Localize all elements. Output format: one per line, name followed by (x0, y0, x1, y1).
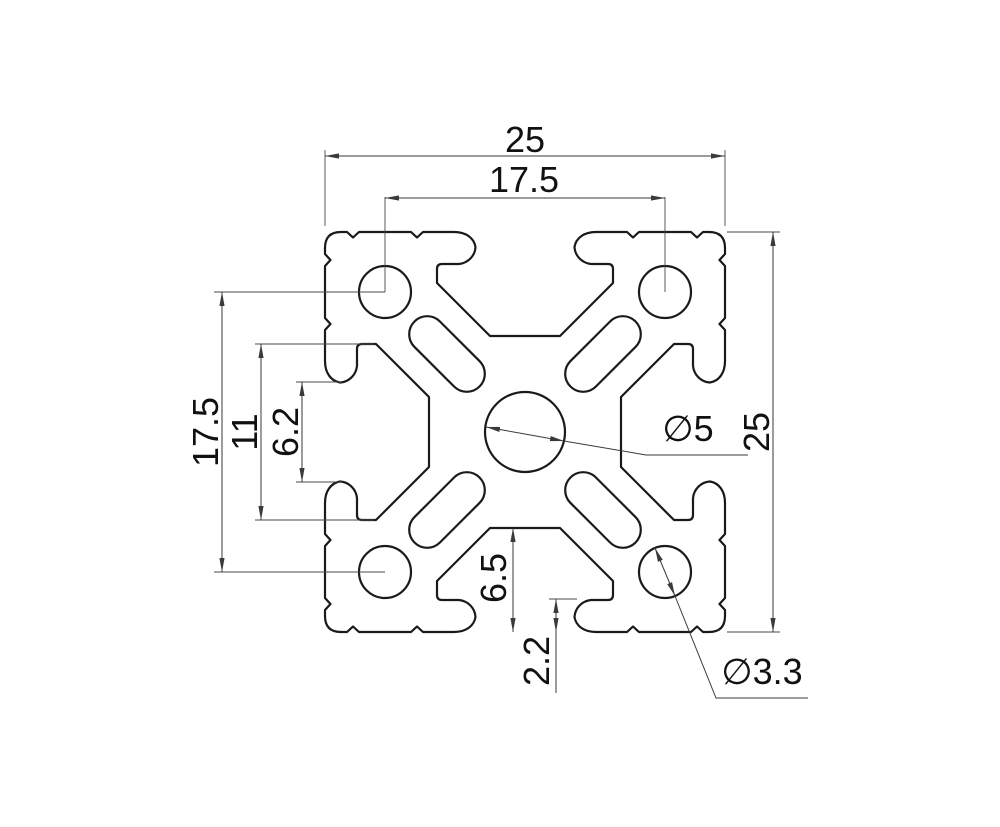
corner-hole-bottom-right (637, 544, 693, 600)
profile-side-left (323, 246, 431, 634)
dim-label-hole-spacing-top: 17.5 (489, 159, 559, 200)
dim-hole-spacing-top: 17.5 (384, 159, 666, 292)
dim-slot-opening: 6.2 (265, 381, 342, 483)
leader-line (674, 595, 808, 699)
dim-label-center-hole: ∅5 (662, 408, 713, 449)
center-bore-hole (483, 390, 567, 474)
leader-diameter-line (654, 547, 676, 597)
dim-label-overall-height: 25 (736, 412, 777, 452)
dim-overall-height: 25 (727, 231, 780, 633)
lightening-slot-top-right (564, 315, 642, 393)
dim-hole-spacing-side: 17.5 (185, 291, 385, 573)
profile-side-top (323, 230, 711, 338)
lightening-slot-bottom-left (408, 471, 486, 549)
lightening-slot-top-left (408, 315, 486, 393)
dim-label-hole-spacing-side: 17.5 (185, 397, 226, 467)
dim-label-slot-cavity-width: 11 (224, 413, 265, 450)
dim-corner-hole: ∅3.3 (654, 547, 808, 699)
lightening-slot-bottom-right (564, 471, 642, 549)
leader-diameter-line (485, 426, 565, 442)
dim-slot-depth: 6.5 (473, 528, 516, 632)
dim-label-slot-opening: 6.2 (265, 407, 306, 457)
dim-overall-width: 25 (324, 119, 726, 226)
dim-center-hole: ∅5 (485, 408, 748, 456)
profile-side-bottom (339, 526, 727, 634)
dim-lip-depth: 2.2 (516, 598, 577, 693)
dim-label-overall-width: 25 (505, 119, 545, 160)
dim-label-lip-depth: 2.2 (516, 636, 557, 686)
dim-label-corner-hole: ∅3.3 (721, 651, 802, 692)
dim-slot-cavity-width: 11 (224, 343, 374, 521)
dim-label-slot-depth: 6.5 (473, 553, 514, 603)
leader-line (563, 440, 748, 456)
